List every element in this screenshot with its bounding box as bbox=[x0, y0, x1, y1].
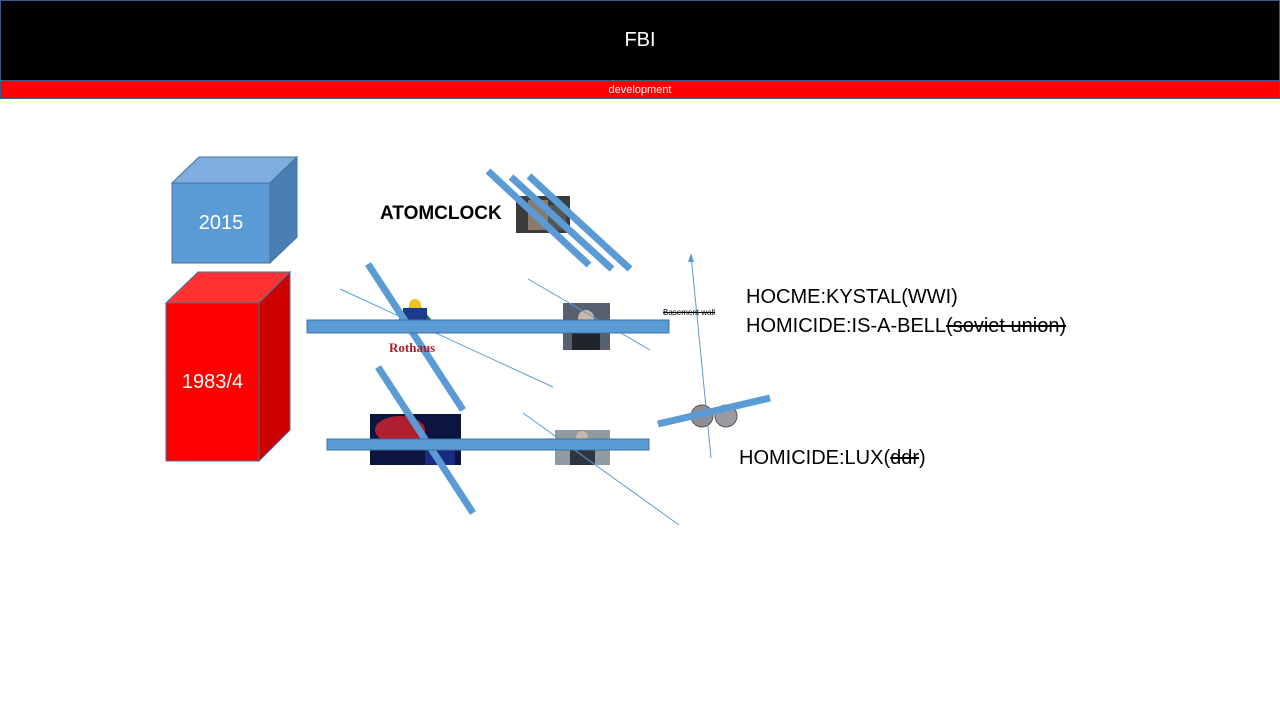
cube-1983 bbox=[164, 270, 292, 463]
atomclock-label: ATOMCLOCK bbox=[380, 203, 502, 224]
subtitle-bar: development bbox=[0, 80, 1280, 99]
homicide-line-3-main: HOMICIDE:LUX( bbox=[739, 447, 891, 469]
cube-2015-label: 2015 bbox=[198, 211, 244, 234]
homicide-line-1: HOCME:KYSTAL(WWI) bbox=[746, 286, 958, 308]
horizontal-bar-upper bbox=[306, 319, 670, 334]
page-title: FBI bbox=[624, 29, 656, 51]
basement-wall-label: Basement wall bbox=[663, 308, 716, 317]
cube-2015 bbox=[170, 155, 299, 265]
horizontal-bar-lower bbox=[326, 438, 650, 451]
homicide-line-2-main: HOMICIDE:IS-A-BELL bbox=[746, 315, 947, 337]
cube-1983-label: 1983/4 bbox=[181, 370, 244, 393]
homicide-line-2-struck: (soviet union) bbox=[946, 315, 1067, 337]
homicide-line-3-struck: ddr bbox=[890, 447, 920, 469]
logo-text: Rothaus bbox=[389, 340, 436, 355]
homicide-line-2: HOMICIDE:IS-A-BELL(soviet union) bbox=[746, 315, 1066, 338]
homicide-line-3-end: ) bbox=[919, 447, 926, 469]
thin-lines bbox=[339, 253, 712, 526]
homicide-line-3: HOMICIDE:LUX(ddr) bbox=[739, 447, 926, 470]
title-bar: FBI bbox=[0, 0, 1280, 81]
subtitle-label: development bbox=[608, 83, 672, 96]
